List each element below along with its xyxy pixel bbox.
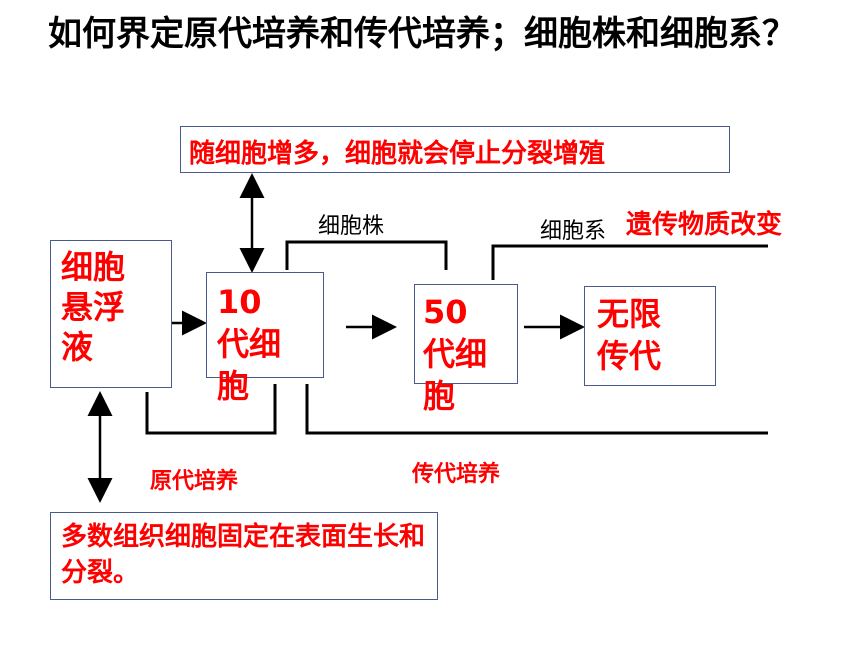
label-passage-culture: 传代培养 bbox=[412, 462, 501, 487]
label-genetic-change: 遗传物质改变 bbox=[626, 210, 783, 240]
gen10-box: 10代细胞 bbox=[206, 272, 324, 405]
gen10-text: 10代细胞 bbox=[217, 283, 282, 405]
bottom-note-box: 多数组织细胞固定在表面生长和分裂。 bbox=[50, 512, 438, 600]
label-cell-line: 细胞系 bbox=[540, 219, 607, 244]
label-primary-culture: 原代培养 bbox=[150, 469, 239, 494]
suspension-text: 细胞悬浮液 bbox=[61, 248, 126, 366]
suspension-box: 细胞悬浮液 bbox=[50, 240, 172, 388]
gen50-box: 50代细胞 bbox=[414, 284, 518, 415]
bracket-primary-culture bbox=[145, 384, 277, 435]
infinite-text: 无限传代 bbox=[597, 295, 662, 375]
infinite-box: 无限传代 bbox=[584, 286, 716, 386]
bracket-passage-culture bbox=[305, 384, 768, 435]
label-cell-strain: 细胞株 bbox=[318, 214, 385, 239]
bracket-cell-line bbox=[491, 244, 768, 280]
top-note-box: 随细胞增多，细胞就会停止分裂增殖 bbox=[180, 126, 730, 173]
page-title: 如何界定原代培养和传代培养；细胞株和细胞系？ bbox=[48, 14, 796, 54]
bracket-cell-strain bbox=[285, 240, 448, 270]
bottom-note-text: 多数组织细胞固定在表面生长和分裂。 bbox=[61, 522, 426, 588]
top-note-text: 随细胞增多，细胞就会停止分裂增殖 bbox=[189, 139, 606, 169]
gen50-text: 50代细胞 bbox=[423, 293, 488, 415]
